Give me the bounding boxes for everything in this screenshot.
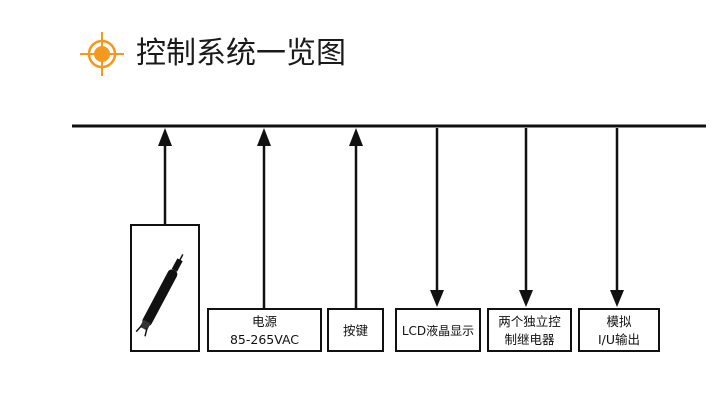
arrowhead-relay [519,290,533,307]
electrode-probe-icon [135,254,184,337]
analog-output-box: 模拟 I/U输出 [578,308,660,352]
probe-box [130,224,200,352]
power-supply-box: 电源 85-265VAC [207,308,322,352]
arrowhead-power [257,128,271,146]
lcd-display-box: LCD液晶显示 [395,308,481,352]
arrowhead-probe [158,128,172,146]
relay-box: 两个独立控 制继电器 [487,308,572,352]
analog-label-line1: 模拟 [606,314,632,329]
lcd-label: LCD液晶显示 [401,324,475,338]
arrowhead-keys [349,128,363,146]
page-title: 控制系统一览图 [136,36,346,71]
analog-label-line2: I/U输出 [597,332,641,347]
power-label-line1: 电源 [251,314,277,329]
keys-box: 按键 [327,308,384,352]
keys-label: 按键 [342,323,368,338]
power-label-line2: 85-265VAC [229,332,300,347]
arrowhead-lcd [430,290,444,307]
arrowhead-analog [610,290,624,307]
crosshair-sun-icon [80,32,124,76]
relay-label-line2: 制继电器 [504,332,555,347]
relay-label-line1: 两个独立控 [498,314,561,329]
